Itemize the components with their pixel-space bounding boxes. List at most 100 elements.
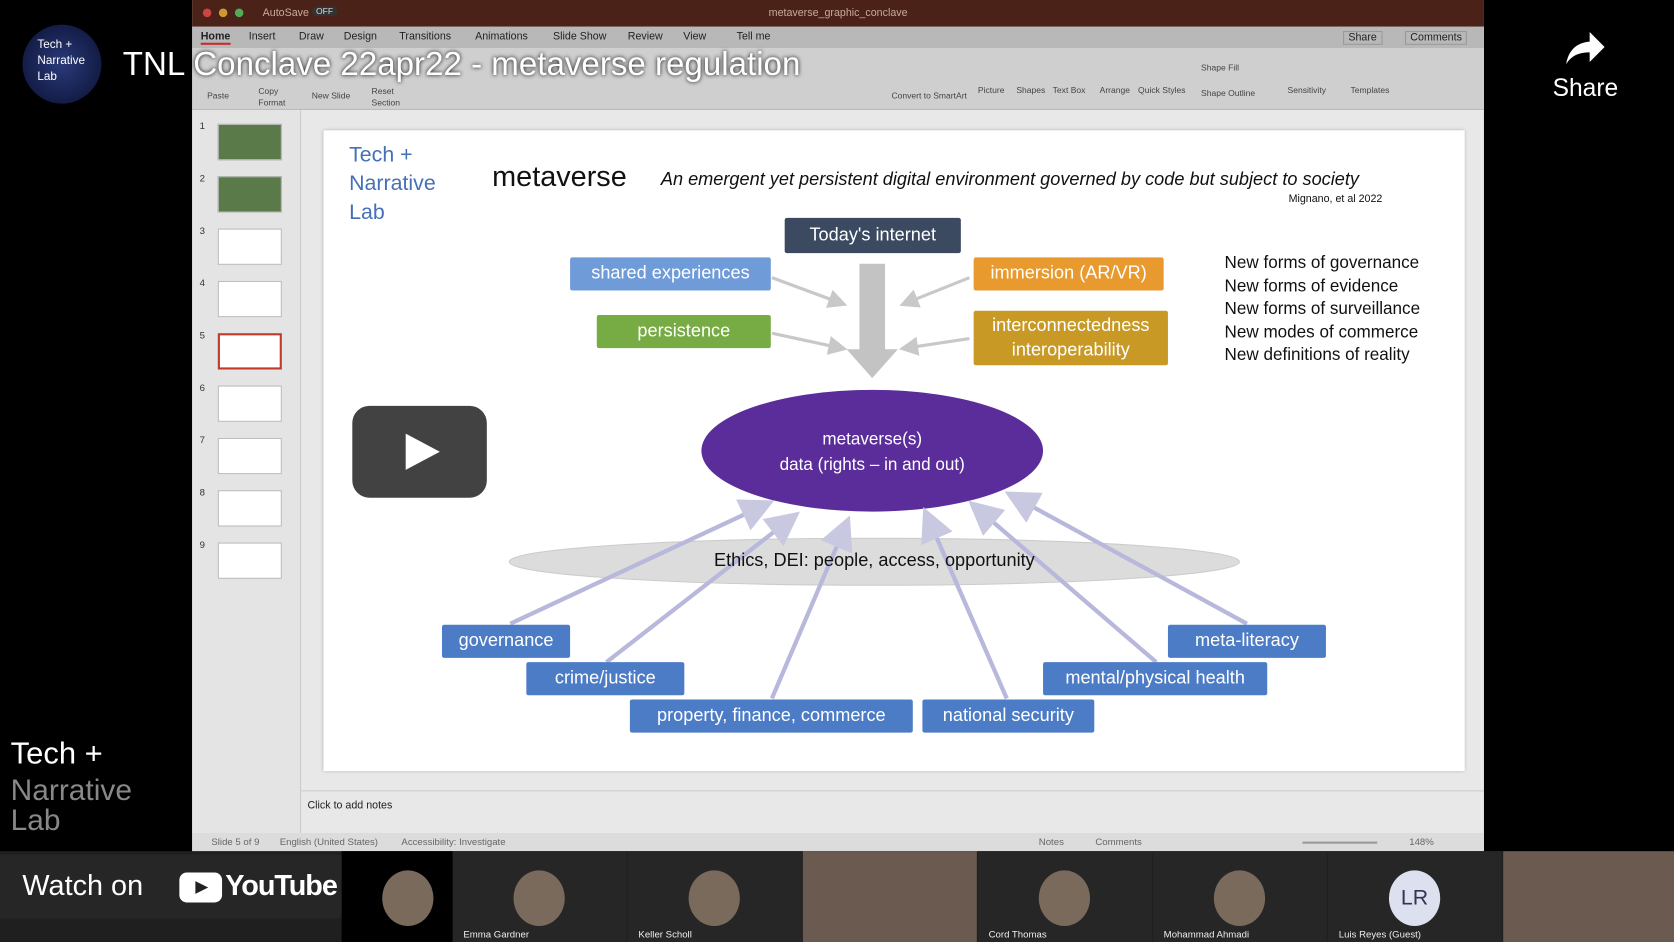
youtube-logo-text: YouTube [225,869,338,902]
watch-on-youtube-button[interactable]: Watch on YouTube [0,854,342,919]
share-video-button[interactable]: Share [1537,30,1633,103]
meta-literacy-box: meta-literacy [1167,624,1326,658]
minimize-window-button[interactable] [218,8,228,18]
participant-name: Cord Thomas [988,929,1047,940]
copy-button[interactable]: Copy [258,86,279,97]
participant-avatar [1038,870,1091,926]
slide-number: 8 [199,487,205,498]
todays-internet-box: Today's internet [784,217,961,254]
zoom-slider[interactable] [1302,841,1378,844]
participant-tile[interactable]: Keller Scholl [627,851,802,942]
notes-pane[interactable]: Click to add notes [301,790,1484,833]
tab-home[interactable]: Home [200,31,231,45]
tab-animations[interactable]: Animations [475,30,528,43]
participant-tile[interactable] [802,851,977,942]
text-box-button[interactable]: Text Box [1052,85,1086,96]
language[interactable]: English (United States) [279,836,378,847]
close-window-button[interactable] [202,8,212,18]
participant-tile[interactable]: Emma Gardner [452,851,627,942]
new-forms-item: New modes of commerce [1224,323,1419,342]
participant-tile[interactable] [1503,851,1674,942]
autosave-toggle[interactable]: OFF [311,6,338,17]
maximize-window-button[interactable] [234,8,244,18]
new-slide-button[interactable]: New Slide [311,90,351,101]
shapes-button[interactable]: Shapes [1016,85,1046,96]
sensitivity-button[interactable]: Sensitivity [1287,85,1326,96]
participant-avatar: LR [1388,870,1441,926]
arrange-button[interactable]: Arrange [1099,85,1131,96]
tab-design[interactable]: Design [343,30,378,43]
participant-avatar [513,870,565,926]
share-button[interactable]: Share [1343,30,1383,45]
overlay-brand-faded: Narrative Lab [10,773,132,837]
play-icon [405,433,440,470]
governance-box: governance [441,624,571,658]
ethics-label: Ethics, DEI: people, access, opportunity [713,550,1035,571]
status-bar: Slide 5 of 9 English (United States) Acc… [192,833,1484,852]
tell-me-search[interactable]: Tell me [736,30,771,43]
watch-on-label: Watch on [22,869,144,902]
templates-button[interactable]: Templates [1350,85,1390,96]
slide-thumbnail[interactable] [217,228,282,265]
tab-insert[interactable]: Insert [248,30,276,43]
shape-fill-button[interactable]: Shape Fill [1201,63,1240,73]
notes-placeholder: Click to add notes [307,799,393,812]
mental-health-box: mental/physical health [1043,662,1268,696]
new-forms-item: New definitions of reality [1224,346,1410,365]
play-button[interactable] [352,405,487,498]
participant-avatar [382,870,434,926]
section-button[interactable]: Section [371,98,401,108]
format-painter-button[interactable]: Format [258,98,286,108]
reset-button[interactable]: Reset [371,86,394,97]
document-filename: metaverse_graphic_conclave [768,7,908,20]
metaverse-ellipse [701,389,1044,512]
metaverse-center-text: metaverse(s)data (rights – in and out) [779,430,965,475]
slide-number: 4 [199,277,205,289]
slide-thumbnail[interactable] [217,490,282,527]
overlay-brand: Tech + [10,736,103,772]
down-arrow [846,263,898,379]
slide-thumbnail[interactable] [217,176,282,213]
slide-number: 9 [199,539,205,551]
accessibility[interactable]: Accessibility: Investigate [401,836,506,847]
zoom-level[interactable]: 148% [1409,836,1434,847]
new-forms-list: New forms of governance New forms of evi… [1225,252,1421,367]
tab-view[interactable]: View [683,30,707,43]
participant-tile[interactable]: Mohammad Ahmadi [1153,851,1328,942]
shared-experiences-box: shared experiences [570,257,771,291]
paste-button[interactable]: Paste [207,90,229,101]
tab-transitions[interactable]: Transitions [399,30,452,43]
tab-slide-show[interactable]: Slide Show [553,30,607,43]
slide-number: 1 [199,120,205,132]
slide-thumbnail[interactable] [217,385,282,422]
share-label: Share [1552,73,1619,102]
new-forms-item: New forms of evidence [1224,277,1399,296]
shape-outline-button[interactable]: Shape Outline [1201,88,1256,99]
slide-thumbnail[interactable] [217,437,282,475]
video-title[interactable]: TNL Conclave 22apr22 - metaverse regulat… [122,44,801,83]
interconnectedness-box: interconnectedness interoperability [973,310,1168,366]
participant-name: Mohammad Ahmadi [1163,929,1250,940]
notes-toggle[interactable]: Notes [1038,836,1064,847]
participant-tile[interactable] [341,851,453,942]
tab-draw[interactable]: Draw [298,30,324,43]
slide-thumbnail[interactable] [217,123,282,161]
comments-button[interactable]: Comments [1404,30,1468,45]
participant-tile[interactable]: Cord Thomas [977,851,1152,942]
comments-toggle[interactable]: Comments [1095,836,1142,847]
slide-number: 5 [199,330,205,341]
slide-arrows [508,263,1248,700]
crime-justice-box: crime/justice [526,662,685,696]
slide-thumbnail[interactable] [217,542,282,579]
slide-thumbnail[interactable] [217,333,282,370]
quick-styles-button[interactable]: Quick Styles [1138,85,1186,96]
channel-avatar[interactable]: Tech + Narrative Lab [22,24,102,104]
ethics-ellipse [508,537,1241,586]
tab-review[interactable]: Review [627,30,663,43]
convert-smartart-button[interactable]: Convert to SmartArt [891,90,967,101]
citation: Mignano, et al 2022 [1288,193,1383,206]
slide-thumbnail[interactable] [217,280,282,318]
picture-button[interactable]: Picture [977,85,1005,96]
